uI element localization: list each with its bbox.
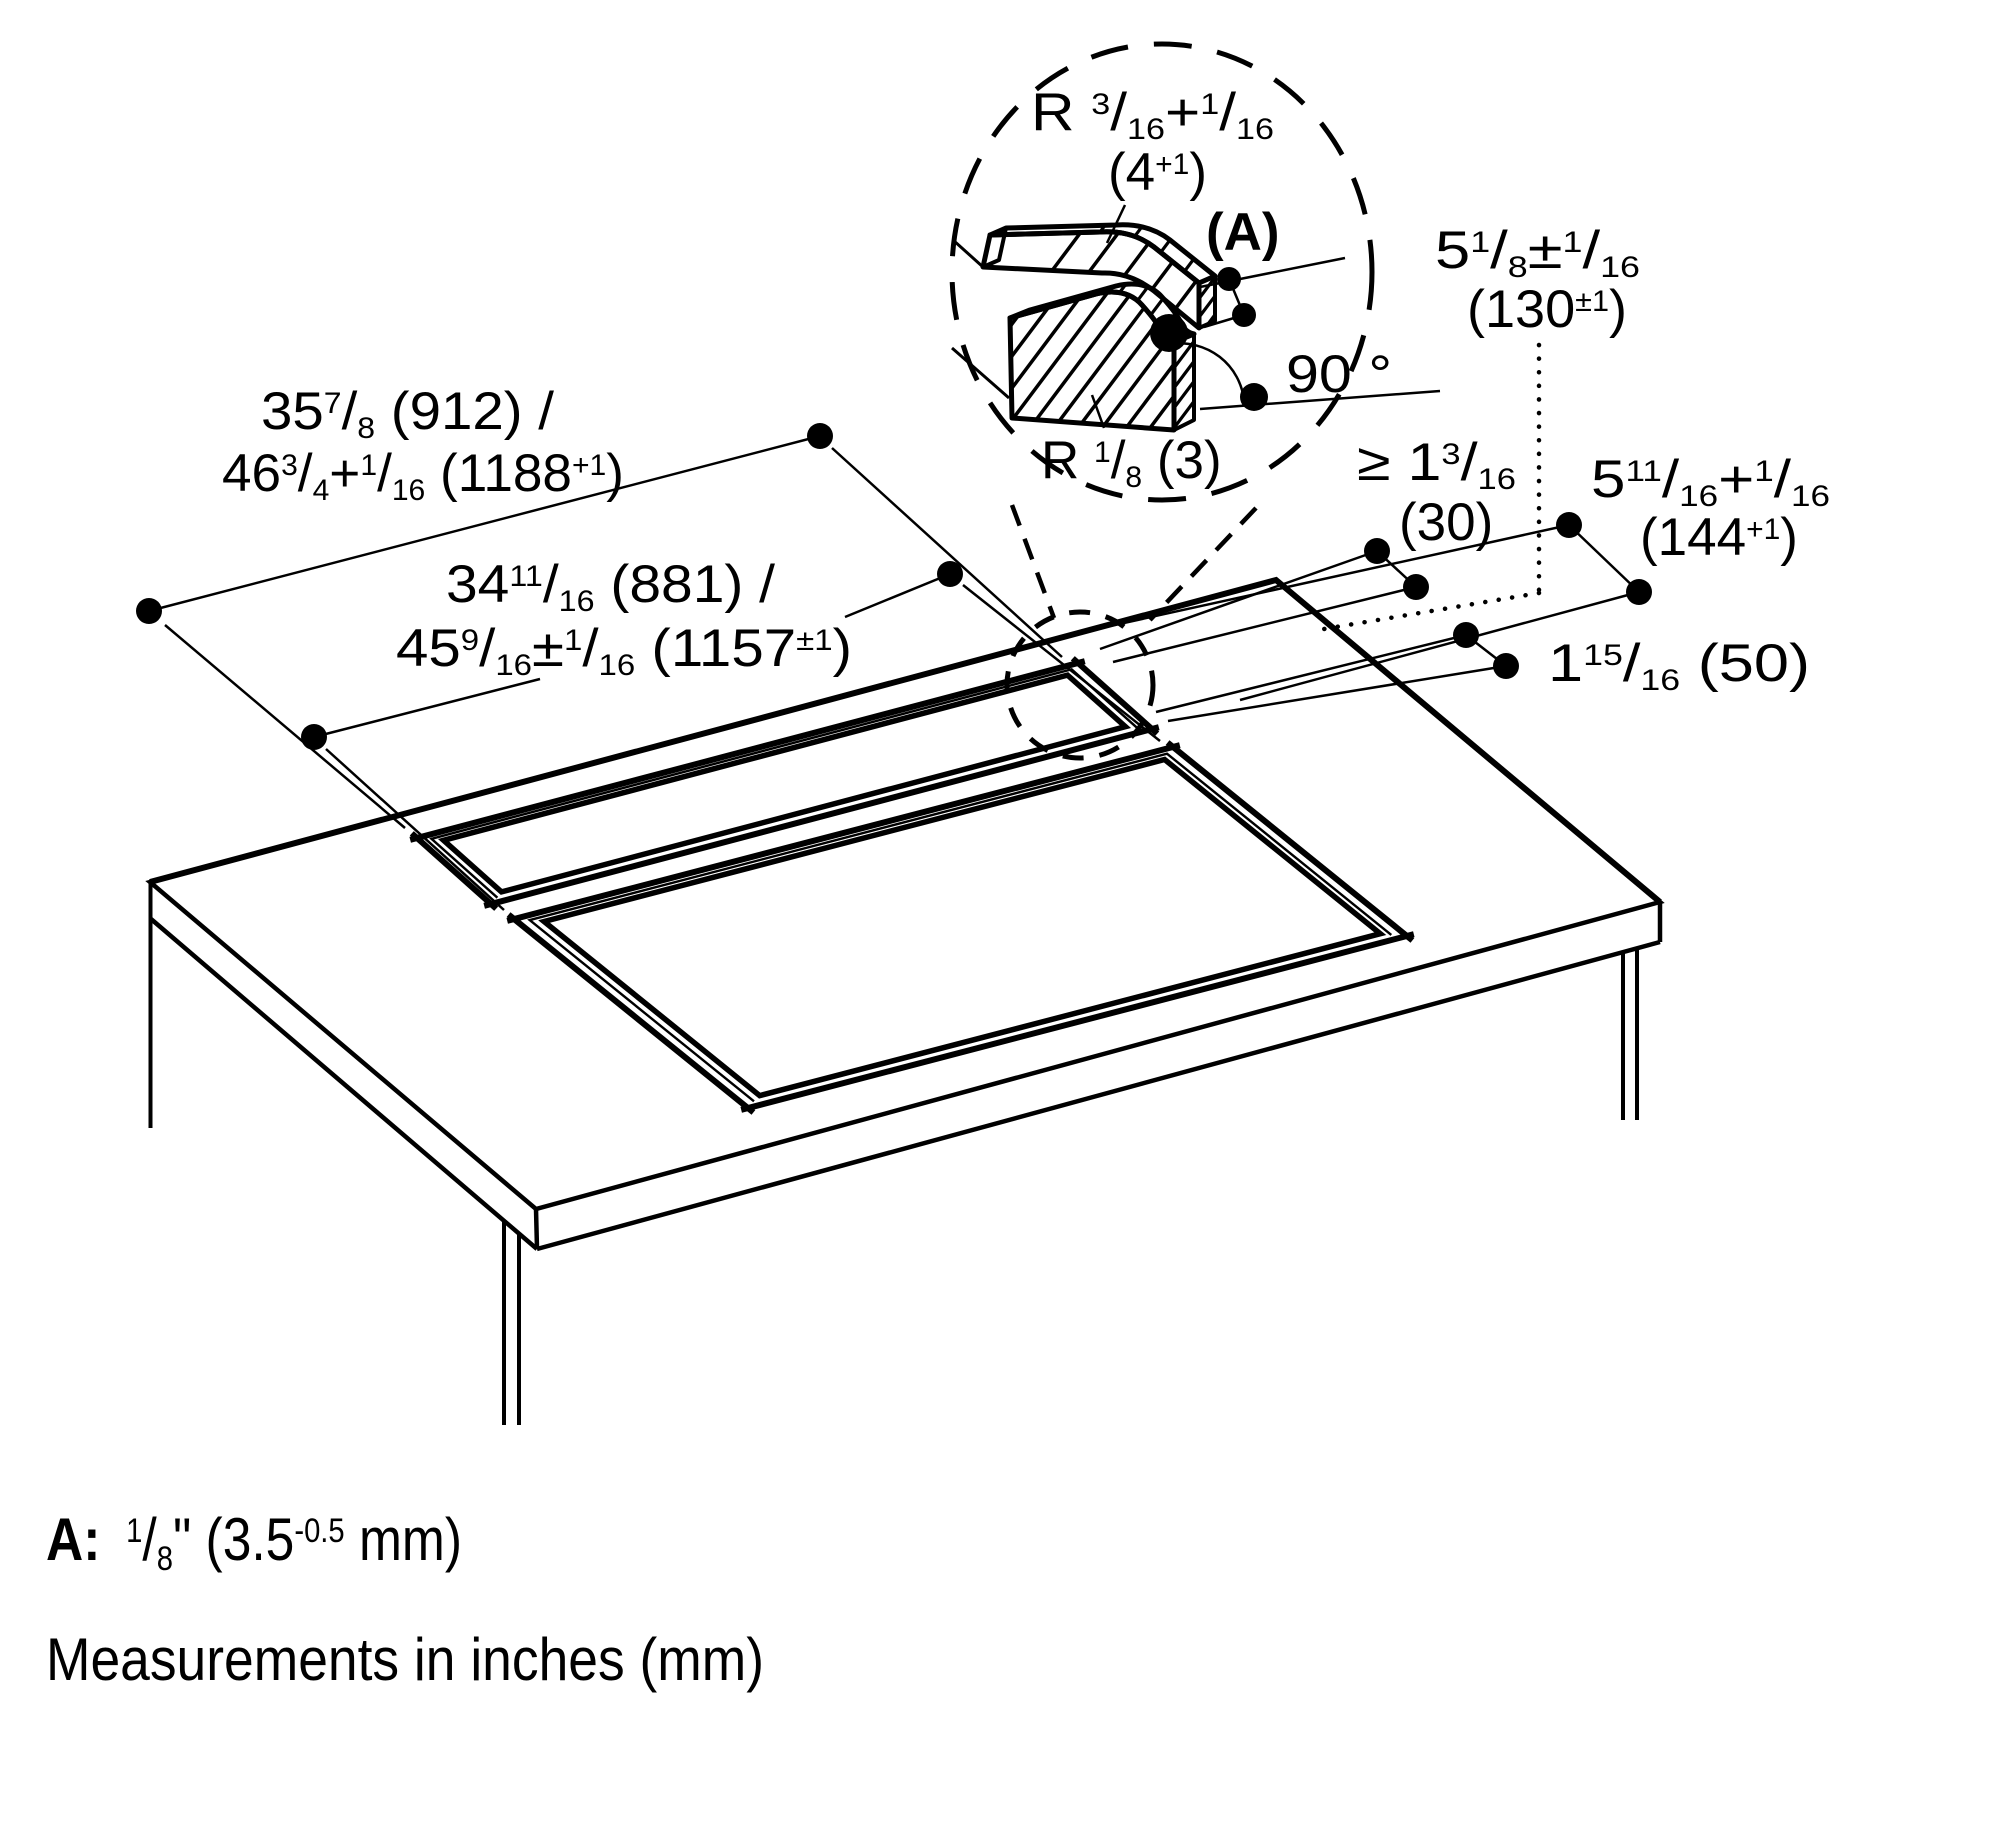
svg-text:463/4+1/16 (1188+1): 463/4+1/16 (1188+1) [222,444,624,507]
svg-text:115/16 (50): 115/16 (50) [1548,634,1810,697]
svg-text:R 1/8 (3): R 1/8 (3) [1041,431,1222,494]
svg-text:(30): (30) [1399,493,1493,552]
svg-text:(130±1): (130±1) [1467,280,1627,339]
svg-text:90 °: 90 ° [1286,345,1392,404]
svg-text:459/16±1/16 (1157±1): 459/16±1/16 (1157±1) [396,619,852,682]
svg-text:Measurements in inches (mm): Measurements in inches (mm) [46,1626,764,1693]
svg-text:R 3/16+1/16: R 3/16+1/16 [1031,83,1274,146]
svg-text:51/8±1/16: 51/8±1/16 [1435,221,1640,284]
svg-text:357/8 (912) /: 357/8 (912) / [261,382,554,445]
svg-text:(4+1): (4+1) [1108,143,1207,202]
svg-text:(A): (A) [1206,203,1280,262]
svg-text:A: 1/8" (3.5-0.5 mm): A: 1/8" (3.5-0.5 mm) [46,1506,462,1578]
svg-text:511/16+1/16: 511/16+1/16 [1591,450,1830,513]
svg-text:(144+1): (144+1) [1640,508,1798,567]
svg-text:≥ 13/16: ≥ 13/16 [1357,433,1516,496]
